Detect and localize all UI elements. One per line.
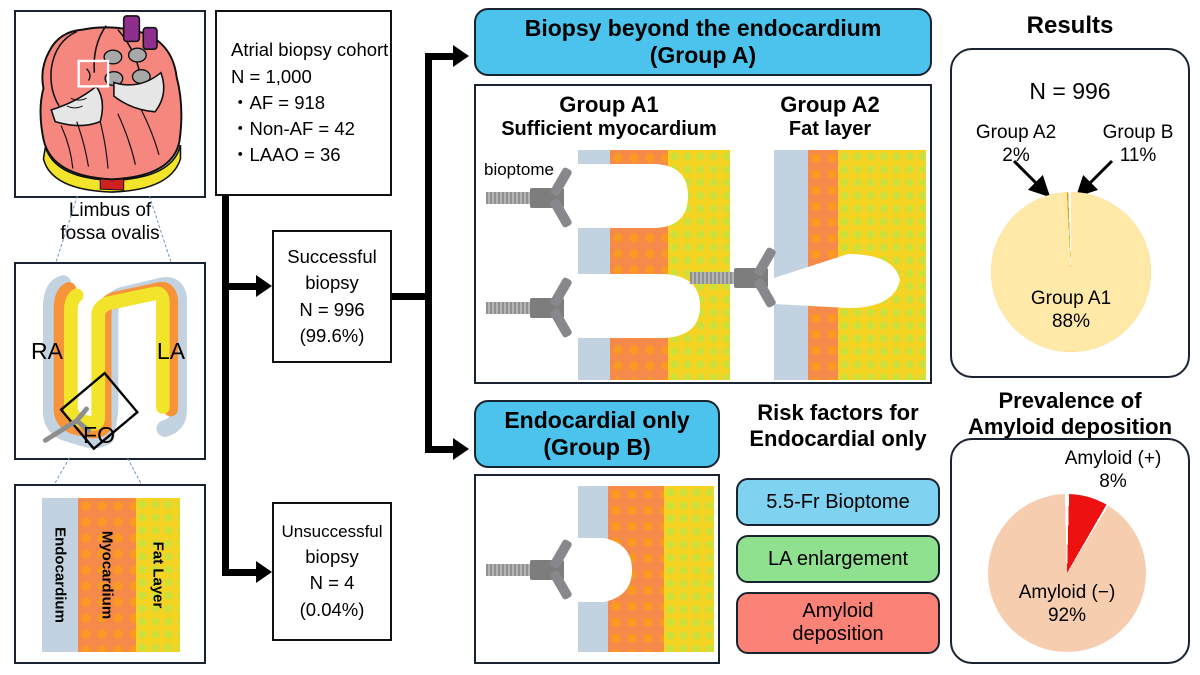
results-pie-label-a1-value: 88% xyxy=(1051,310,1091,332)
connector-to-unsuccessful xyxy=(222,569,258,576)
connector-to-group-b xyxy=(425,446,455,453)
group-a1-bite-shapes xyxy=(578,164,700,338)
amyloid-title: Prevalence of Amyloid deposition xyxy=(948,388,1192,441)
successful-line3: N = 996 xyxy=(299,298,365,320)
successful-biopsy-box: Successful biopsy N = 996 (99.6%) xyxy=(272,230,392,363)
group-a2-subtitle: Fat layer xyxy=(788,118,872,140)
risk-factor-amyloid[interactable]: Amyloid deposition xyxy=(736,592,940,654)
heart-cross-section-svg xyxy=(39,15,183,193)
layer-fat-label: Fat Layer xyxy=(149,541,167,609)
cohort-item-laao: ・LAAO = 36 xyxy=(231,144,341,166)
unsuccessful-line4: (0.04%) xyxy=(299,598,365,620)
connector-successful-out xyxy=(392,293,432,300)
results-pie-label-a1: Group A1 88% xyxy=(991,288,1151,334)
unsuccessful-biopsy-box: Unsuccessful biopsy N = 4 (0.04%) xyxy=(272,502,392,641)
arrow-to-unsuccessful xyxy=(256,561,272,583)
successful-line4: (99.6%) xyxy=(299,324,365,346)
bioptome-label: bioptome xyxy=(484,160,554,179)
group-a-banner-line2: (Group A) xyxy=(649,42,757,68)
risk-factors-title-line1: Risk factors for xyxy=(757,400,919,425)
amyloid-positive-value: 8% xyxy=(1099,470,1127,492)
results-pie-chart xyxy=(991,192,1151,352)
risk-factor-la-enlargement-label: LA enlargement xyxy=(767,547,909,570)
results-callout-a2-name: Group A2 xyxy=(975,122,1057,143)
results-callout-arrows xyxy=(1012,159,1114,198)
amyloid-negative-name: Amyloid (−) xyxy=(1018,582,1116,603)
successful-line2: biopsy xyxy=(305,272,359,294)
results-callout-a2-value: 2% xyxy=(1002,144,1030,166)
layer-fat: Fat Layer xyxy=(136,498,180,652)
amyloid-negative-label: Amyloid (−) 92% xyxy=(988,582,1146,628)
amyloid-positive-name: Amyloid (+) xyxy=(1064,448,1162,469)
connector-trunk-right xyxy=(425,53,432,453)
fat-texture xyxy=(136,498,180,652)
risk-factor-bioptome-label: 5.5-Fr Bioptome xyxy=(766,490,910,513)
label-ra: RA xyxy=(31,338,63,364)
cohort-item-af: ・AF = 918 xyxy=(231,91,326,113)
layer-endocardium-label: Endocardium xyxy=(51,527,69,623)
connector-to-group-a xyxy=(425,53,455,60)
arrow-to-group-b xyxy=(453,438,469,460)
risk-factor-la-enlargement[interactable]: LA enlargement xyxy=(736,535,940,583)
results-callout-b-value: 11% xyxy=(1119,144,1157,166)
connector-trunk-left xyxy=(222,196,229,576)
amyloid-title-line1: Prevalence of xyxy=(998,388,1142,413)
amyloid-negative-value: 92% xyxy=(1047,604,1087,626)
results-pie-slice-a2 xyxy=(991,192,1151,352)
cohort-title: Atrial biopsy cohort xyxy=(231,39,389,61)
group-b-banner: Endocardial only (Group B) xyxy=(474,400,720,468)
group-a1-subtitle: Sufficient myocardium xyxy=(501,118,717,140)
group-a-banner-line1: Biopsy beyond the endocardium xyxy=(524,14,882,41)
results-title: Results xyxy=(1026,12,1114,39)
limbus-caption: Limbus of fossa ovalis xyxy=(14,200,206,246)
risk-factors-title: Risk factors for Endocardial only xyxy=(736,400,940,453)
fossa-ovalis-svg xyxy=(42,275,187,451)
risk-factor-amyloid-label: Amyloid deposition xyxy=(792,600,884,645)
results-callout-b-name: Group B xyxy=(1102,122,1174,143)
amyloid-pie-chart xyxy=(988,494,1146,652)
results-callout-a2: Group A2 2% xyxy=(960,122,1072,168)
cohort-box: Atrial biopsy cohort N = 1,000 ・AF = 918… xyxy=(215,10,392,196)
layer-myocardium-label: Myocardium xyxy=(98,530,116,620)
risk-factors-title-line2: Endocardial only xyxy=(749,426,927,452)
results-callout-b: Group B 11% xyxy=(1086,122,1190,168)
cohort-item-nonaf: ・Non-AF = 42 xyxy=(231,118,355,140)
layer-myocardium: Myocardium xyxy=(78,498,136,652)
a2-layer-endocardium xyxy=(774,150,808,380)
group-a-banner: Biopsy beyond the endocardium (Group A) xyxy=(474,8,932,76)
b-fat-texture xyxy=(664,486,714,652)
septum-illustration-panel: RA LA FO xyxy=(14,262,206,460)
heart-illustration-panel xyxy=(14,10,206,198)
group-b-bite-shape xyxy=(568,538,632,602)
results-n: N = 996 xyxy=(1029,78,1111,104)
unsuccessful-line3: N = 4 xyxy=(309,572,355,594)
limbus-caption-line2: fossa ovalis xyxy=(60,222,160,244)
amyloid-title-line2: Amyloid deposition xyxy=(967,414,1173,440)
unsuccessful-line1: Unsuccessful xyxy=(281,522,383,542)
limbus-caption-line1: Limbus of xyxy=(68,200,152,221)
arrow-to-successful xyxy=(256,275,272,297)
label-fo: FO xyxy=(83,422,115,448)
successful-line1: Successful xyxy=(287,245,377,267)
myocardium-texture xyxy=(78,498,136,652)
arrow-to-group-a xyxy=(453,45,469,67)
label-la: LA xyxy=(156,338,186,364)
tissue-layers-panel: Endocardium Myocardium Fat Layer xyxy=(14,484,206,664)
layer-endocardium: Endocardium xyxy=(42,498,78,652)
amyloid-positive-label: Amyloid (+) 8% xyxy=(1040,448,1186,494)
group-a2-title: Group A2 xyxy=(780,92,880,117)
unsuccessful-line2: biopsy xyxy=(305,546,359,568)
tissue-layer-columns: Endocardium Myocardium Fat Layer xyxy=(42,498,180,652)
results-pie-label-a1-name: Group A1 xyxy=(1030,288,1112,309)
b-layer-fat xyxy=(664,486,714,652)
connector-to-successful xyxy=(222,283,258,290)
cohort-n: N = 1,000 xyxy=(231,65,312,87)
group-b-banner-line2: (Group B) xyxy=(543,434,651,460)
group-b-banner-line1: Endocardial only xyxy=(504,406,690,433)
group-a2-bite-shape xyxy=(774,254,900,308)
group-a1-title: Group A1 xyxy=(559,92,659,117)
risk-factor-bioptome[interactable]: 5.5-Fr Bioptome xyxy=(736,478,940,526)
